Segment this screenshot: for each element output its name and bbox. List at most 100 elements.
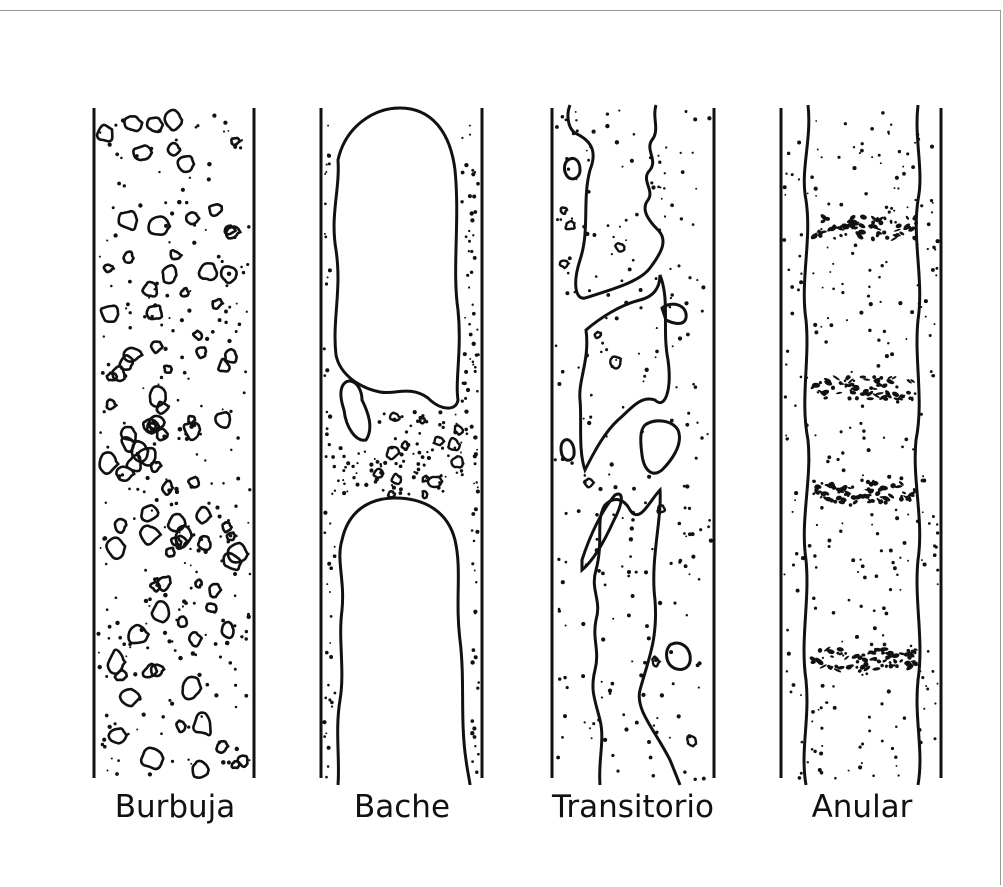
dot: [438, 410, 442, 414]
dot: [615, 140, 619, 144]
dot: [889, 549, 893, 553]
dot: [655, 277, 658, 280]
dot: [858, 765, 862, 769]
dot: [462, 462, 465, 465]
dot: [175, 619, 177, 621]
dot: [610, 462, 614, 466]
dot: [325, 455, 328, 458]
dot: [933, 553, 937, 557]
dot: [419, 416, 423, 420]
dot: [936, 531, 939, 534]
dot: [475, 353, 478, 356]
dot: [800, 376, 803, 379]
dot: [412, 453, 414, 455]
dot: [407, 493, 410, 496]
dot: [235, 330, 238, 333]
dot: [820, 706, 823, 709]
dot: [792, 683, 796, 687]
dot: [455, 414, 457, 416]
dot: [228, 306, 231, 309]
dot: [605, 317, 607, 319]
dot: [326, 583, 328, 585]
dot: [415, 472, 418, 475]
dot: [818, 709, 820, 711]
dot: [611, 754, 614, 757]
dot: [557, 558, 560, 561]
dot: [607, 224, 610, 227]
dot: [215, 506, 219, 510]
dot: [921, 479, 925, 483]
dot: [162, 434, 166, 438]
dot: [346, 461, 350, 465]
bubble: [223, 522, 232, 532]
bubble: [107, 400, 117, 410]
dot: [557, 382, 561, 386]
dot: [229, 661, 233, 665]
dot: [163, 631, 167, 635]
dot: [869, 386, 873, 390]
bubble: [147, 306, 162, 319]
dot: [601, 342, 604, 345]
dot: [227, 339, 231, 343]
dot: [784, 395, 787, 398]
dot: [907, 513, 909, 515]
dot: [854, 243, 858, 247]
dot: [880, 162, 882, 164]
dot: [805, 423, 809, 427]
dot: [328, 414, 332, 418]
dot: [196, 453, 199, 456]
dot: [679, 559, 683, 563]
dot: [197, 673, 201, 677]
dot: [136, 452, 139, 455]
bubble-group: [560, 207, 696, 746]
droplet: [850, 495, 857, 501]
dot: [837, 156, 840, 159]
dot: [233, 572, 237, 576]
dot: [565, 561, 568, 564]
dot: [896, 400, 899, 403]
dot: [554, 458, 557, 461]
dot: [834, 777, 837, 780]
dot: [375, 478, 379, 482]
droplet: [871, 481, 878, 486]
bubble: [193, 761, 209, 778]
bubble: [106, 538, 125, 559]
dot: [820, 506, 824, 510]
dot: [426, 451, 428, 453]
dot: [811, 720, 813, 722]
dot: [818, 768, 822, 772]
dot: [129, 311, 132, 314]
dot: [561, 115, 565, 119]
dot: [399, 487, 403, 491]
droplet: [839, 233, 844, 238]
dot: [921, 559, 923, 561]
dot: [242, 271, 245, 274]
dot: [932, 202, 934, 204]
dot: [178, 656, 182, 660]
droplet: [836, 647, 844, 652]
dot: [899, 476, 903, 480]
churn-bubble: [564, 158, 580, 178]
dot: [472, 342, 476, 346]
dot: [848, 599, 851, 602]
dot: [556, 218, 559, 221]
panel-label-bache: Bache: [321, 786, 483, 828]
dot: [685, 535, 687, 537]
dot: [473, 728, 476, 731]
dot: [933, 737, 936, 740]
dot: [346, 490, 348, 492]
dot: [437, 486, 441, 490]
dot: [660, 693, 664, 697]
dot: [113, 233, 117, 237]
dot: [659, 186, 661, 188]
bubble: [206, 604, 216, 613]
dot: [587, 421, 591, 425]
dot: [905, 226, 907, 228]
dot: [220, 559, 223, 562]
dot: [168, 317, 170, 319]
dot: [606, 293, 610, 297]
bubble: [100, 452, 119, 473]
dot: [798, 178, 800, 180]
dot: [185, 201, 188, 204]
droplet: [832, 375, 840, 382]
